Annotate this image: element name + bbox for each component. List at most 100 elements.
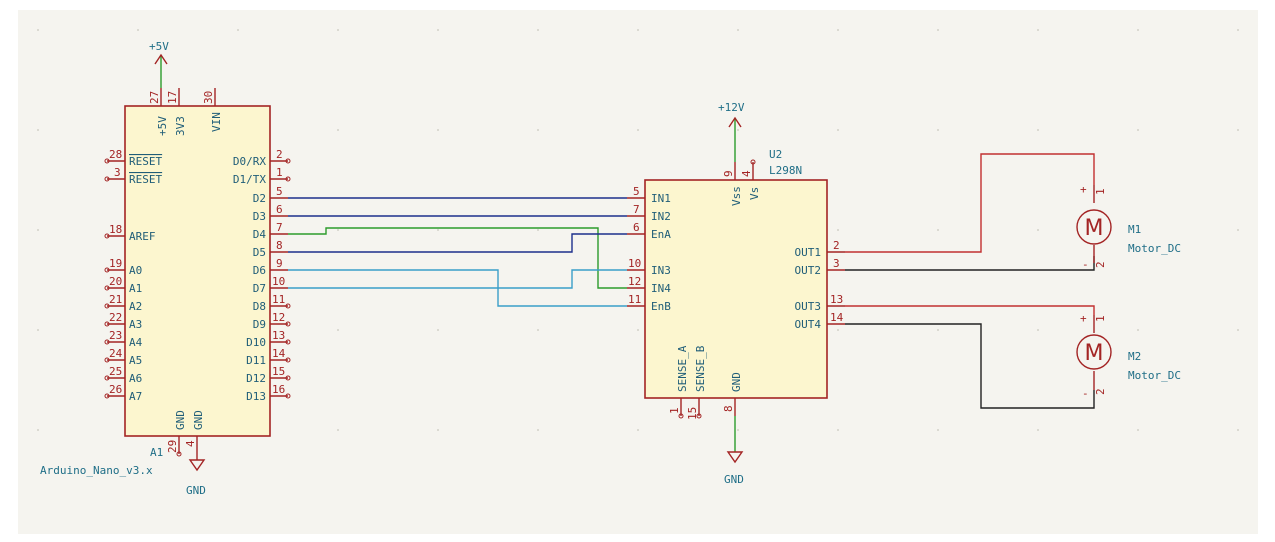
arduino-pin-name-d0: D0/RX — [233, 155, 266, 168]
arduino-pin-num-17: 17 — [166, 91, 179, 104]
arduino-pin-num-5: 5 — [276, 185, 283, 198]
grid-dot — [437, 229, 439, 231]
arduino-pin-num-3: 3 — [114, 166, 121, 179]
grid-dot — [37, 129, 39, 131]
grid-dot — [637, 29, 639, 31]
no-connect-marker — [176, 451, 182, 457]
grid-dot — [837, 329, 839, 331]
driver-pin-name-enb: EnB — [651, 300, 671, 313]
driver-pin-num-5: 5 — [633, 185, 640, 198]
driver-pin-name-out2: OUT2 — [795, 264, 822, 277]
motor-m2-component[interactable]: M + - 1 2 M2 Motor_DC — [1076, 312, 1181, 400]
motor-m2-minus: - — [1082, 387, 1089, 400]
wire-out1-m1-plus[interactable] — [845, 153, 1095, 253]
arduino-pin-name-d9: D9 — [253, 318, 266, 331]
grid-dot — [937, 29, 939, 31]
no-connect-marker — [696, 413, 702, 419]
arduino-pin-name-d7: D7 — [253, 282, 266, 295]
arrow-up-icon — [154, 53, 168, 65]
grid-dot — [137, 29, 139, 31]
driver-pin-num-15: 15 — [686, 407, 699, 420]
grid-dot — [937, 329, 939, 331]
grid-dot — [737, 429, 739, 431]
wire-out4-m2-minus[interactable] — [845, 323, 1095, 409]
power-label-gnd-arduino: GND — [186, 484, 206, 497]
motor-m2-value: Motor_DC — [1128, 369, 1181, 382]
driver-pin-name-out1: OUT1 — [795, 246, 822, 259]
arduino-nano-component[interactable]: 27 17 30 +5V 3V3 VIN — [40, 88, 291, 477]
arduino-pin-num-18: 18 — [109, 223, 122, 236]
grid-dot — [637, 329, 639, 331]
motor-m1-value: Motor_DC — [1128, 242, 1181, 255]
driver-pin-name-vs: Vs — [748, 187, 761, 200]
l298n-component[interactable]: 9 4 Vss Vs 5 7 6 10 12 11 IN1 IN2 EnA IN… — [627, 148, 845, 420]
driver-pin-num-4: 4 — [740, 170, 753, 177]
power-symbol-12v[interactable]: +12V — [718, 101, 745, 162]
power-symbol-gnd-driver[interactable]: GND — [724, 416, 744, 486]
arduino-pin-num-4: 4 — [184, 440, 197, 447]
driver-pin-num-2: 2 — [833, 239, 840, 252]
no-connect-marker — [104, 158, 110, 164]
arduino-pin-name-5v: +5V — [156, 116, 169, 136]
no-connect-marker — [678, 413, 684, 419]
no-connect-marker — [285, 303, 291, 309]
driver-pin-name-out4: OUT4 — [795, 318, 822, 331]
arduino-pin-name-a4: A4 — [129, 336, 143, 349]
arduino-pin-num-8: 8 — [276, 239, 283, 252]
grid-dot — [1237, 129, 1239, 131]
wire-d4-in4[interactable] — [288, 227, 627, 289]
driver-pin-num-6: 6 — [633, 221, 640, 234]
arduino-pin-name-d1: D1/TX — [233, 173, 266, 186]
grid-dot — [437, 429, 439, 431]
grid-dot — [337, 129, 339, 131]
driver-top-pins — [734, 162, 754, 180]
arduino-pin-num-24: 24 — [109, 347, 123, 360]
power-symbol-gnd-arduino[interactable]: GND — [186, 454, 206, 497]
motor-icon — [1076, 209, 1112, 245]
no-connect-marker — [285, 393, 291, 399]
arduino-pin-num-25: 25 — [109, 365, 122, 378]
grid-dot — [1237, 29, 1239, 31]
power-symbol-5v[interactable]: +5V — [149, 40, 169, 88]
grid-dot — [1037, 29, 1039, 31]
arduino-pin-name-a0: A0 — [129, 264, 142, 277]
arduino-pin-name-a7: A7 — [129, 390, 142, 403]
power-label-gnd-driver: GND — [724, 473, 744, 486]
arduino-pin-num-15: 15 — [272, 365, 285, 378]
no-connect-marker — [750, 159, 756, 165]
power-label-5v: +5V — [149, 40, 169, 53]
driver-pin-num-8: 8 — [722, 405, 735, 412]
grid-dot — [337, 329, 339, 331]
driver-pin-num-12: 12 — [628, 275, 641, 288]
arduino-left-pins — [107, 160, 125, 397]
arduino-right-pins — [270, 160, 288, 397]
driver-pin-num-13: 13 — [830, 293, 843, 306]
arduino-pin-num-22: 22 — [109, 311, 122, 324]
signal-wires — [288, 197, 627, 307]
grid-dot — [637, 429, 639, 431]
grid-dot — [837, 429, 839, 431]
grid-dot — [737, 29, 739, 31]
arduino-pin-name-d8: D8 — [253, 300, 266, 313]
arduino-pin-name-d3: D3 — [253, 210, 266, 223]
wire-d5-ena[interactable] — [288, 233, 627, 253]
grid-dot — [1037, 429, 1039, 431]
driver-pin-num-10: 10 — [628, 257, 641, 270]
grid-dot — [537, 129, 539, 131]
grid-dot — [937, 429, 939, 431]
arduino-pin-num-11: 11 — [272, 293, 285, 306]
wire-d7-in3[interactable] — [288, 269, 627, 289]
grid-dot — [537, 329, 539, 331]
motor-m1-component[interactable]: M + - 1 2 M1 Motor_DC — [1076, 183, 1181, 271]
motor-m1-plus: + — [1080, 183, 1087, 196]
arduino-pin-num-23: 23 — [109, 329, 122, 342]
arduino-pin-name-gnd-1: GND — [174, 410, 187, 430]
no-connect-marker — [285, 339, 291, 345]
arduino-pin-num-2: 2 — [276, 148, 283, 161]
wire-out3-m2-plus[interactable] — [845, 305, 1095, 315]
no-connect-marker — [104, 321, 110, 327]
arrow-up-icon — [728, 116, 742, 128]
motor-m1-minus: - — [1082, 258, 1089, 271]
motor-icon — [1076, 334, 1112, 370]
no-connect-marker — [285, 321, 291, 327]
